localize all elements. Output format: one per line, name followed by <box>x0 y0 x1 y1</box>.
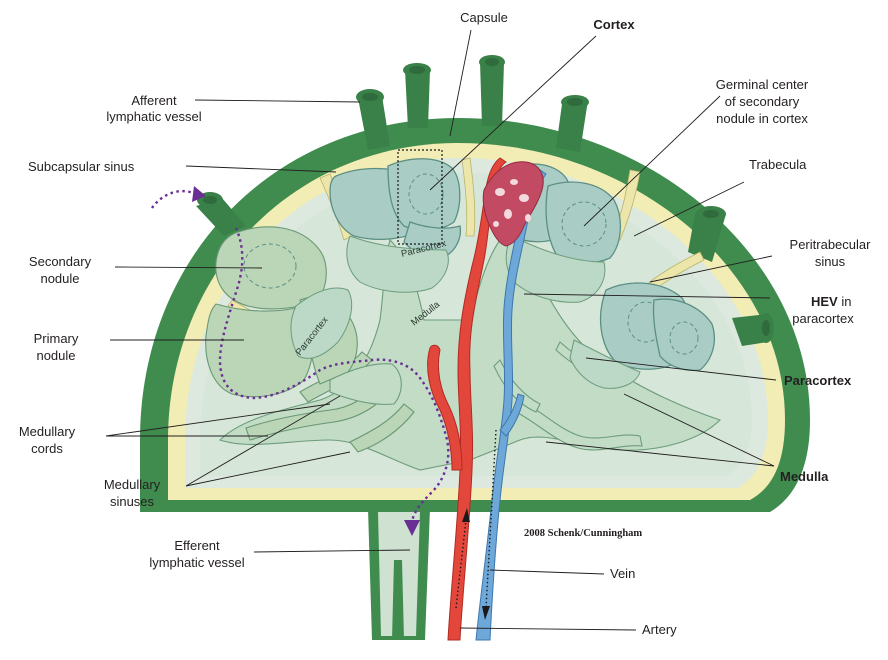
label-primary-1: Primary <box>34 331 79 346</box>
label-afferent-1: Afferent <box>131 93 177 108</box>
label-peritrabecular-1: Peritrabecular <box>790 237 872 252</box>
label-germinal-3: nodule in cortex <box>716 111 808 126</box>
label-medullary-cords-2: cords <box>31 441 63 456</box>
credit-text: 2008 Schenk/Cunningham <box>524 528 642 539</box>
label-germinal-1: Germinal center <box>716 77 809 92</box>
label-medulla: Medulla <box>780 469 829 484</box>
label-hev-bold: HEV <box>811 294 838 309</box>
label-medullary-sinuses-1: Medullary <box>104 477 161 492</box>
label-secondary-2: nodule <box>40 271 79 286</box>
label-medullary-cords-1: Medullary <box>19 424 76 439</box>
label-cortex: Cortex <box>593 17 635 32</box>
label-primary-2: nodule <box>36 348 75 363</box>
label-artery: Artery <box>642 622 677 637</box>
afferent-vessel-3 <box>479 55 505 126</box>
label-peritrabecular-2: sinus <box>815 254 846 269</box>
label-capsule: Capsule <box>460 10 508 25</box>
label-vein: Vein <box>610 566 635 581</box>
label-hev-2: paracortex <box>792 311 854 326</box>
label-subcapsular-sinus: Subcapsular sinus <box>28 159 135 174</box>
label-paracortex: Paracortex <box>784 373 852 388</box>
label-secondary-1: Secondary <box>29 254 92 269</box>
label-hev: HEV in <box>811 294 851 309</box>
label-germinal-2: of secondary <box>725 94 800 109</box>
label-hev-rest: in <box>838 294 852 309</box>
label-trabecula: Trabecula <box>749 157 807 172</box>
label-medullary-sinuses-2: sinuses <box>110 494 155 509</box>
afferent-vessel-2 <box>403 63 431 128</box>
label-afferent-2: lymphatic vessel <box>106 109 201 124</box>
efferent-lymphatic-vessel <box>368 508 430 640</box>
label-efferent-1: Efferent <box>174 538 220 553</box>
label-efferent-2: lymphatic vessel <box>149 555 244 570</box>
